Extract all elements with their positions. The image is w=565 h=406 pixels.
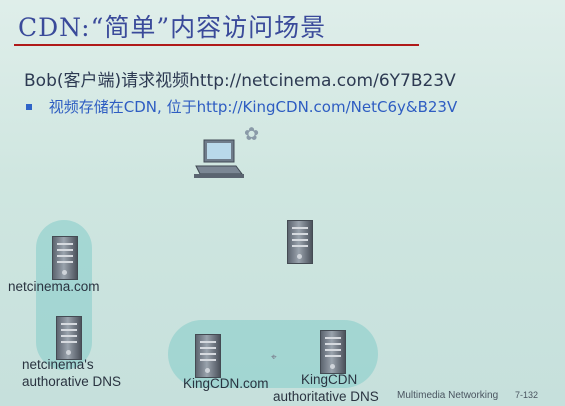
netcinema-dns-label-1: netcinema's <box>22 357 94 372</box>
netcinema-dns-label-2: authorative DNS <box>22 374 122 389</box>
bullet-text: 视频存储在CDN, 位于http://KingCDN.com/NetC6y&B2… <box>48 98 458 116</box>
server-icon <box>52 236 78 280</box>
request-line: Bob(客户端)请求视频http://netcinema.com/6Y7B23V <box>24 71 456 91</box>
cursor-icon: ⌖ <box>271 352 277 363</box>
server-icon <box>56 316 82 360</box>
netcinema-label: netcinema.com <box>8 279 100 294</box>
computer-icon <box>190 138 250 183</box>
bullet-square-icon <box>26 103 32 110</box>
title-underline <box>14 44 419 46</box>
footer-text: Multimedia Networking <box>397 390 499 401</box>
kingcdn-dns-label-1: KingCDN <box>301 372 358 387</box>
slide-title: CDN:“简单”内容访问场景 <box>18 13 327 42</box>
person-icon: ✿ <box>244 124 260 145</box>
kingcdn-dns-label-2: authoritative DNS <box>273 389 379 404</box>
server-icon <box>320 330 346 374</box>
page-number: 7-132 <box>515 390 539 400</box>
bullet-item: 视频存储在CDN, 位于http://KingCDN.com/NetC6y&B2… <box>26 96 457 117</box>
server-icon <box>287 220 313 264</box>
server-icon <box>195 334 221 378</box>
kingcdn-label: KingCDN.com <box>183 376 269 391</box>
